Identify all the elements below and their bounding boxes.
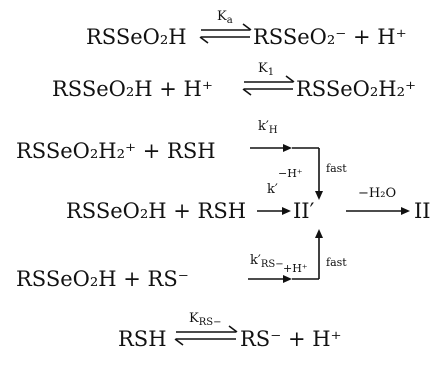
eq5-speed-label: fast	[326, 256, 347, 269]
reaction-thiolate: RSSeO₂H + RS⁻ k′RS− +H⁺ fast	[16, 229, 347, 291]
eq4-step-label: −H₂O	[358, 186, 396, 201]
eq1-constant: Ka	[217, 9, 233, 26]
equilibrium-thiol-dissociation: RSH KRS− RS⁻ + H⁺	[118, 311, 342, 351]
arrowhead-icon	[283, 144, 292, 152]
reaction-protonated-acid: RSSeO₂H₂⁺ + RSH k′H −H⁺ fast	[16, 119, 347, 200]
eq1-reactant: RSSeO₂H	[86, 25, 187, 49]
eq2-product: RSSeO₂H₂⁺	[296, 77, 416, 101]
arrowhead-icon	[282, 207, 291, 215]
eq5-reactants: RSSeO₂H + RS⁻	[16, 267, 189, 291]
equilibrium-arrow-icon	[242, 75, 295, 96]
eq6-reactant: RSH	[118, 327, 167, 351]
equilibrium-protonation: RSSeO₂H + H⁺ K1 RSSeO₂H₂⁺	[52, 61, 416, 101]
equilibrium-arrow-icon	[199, 23, 252, 44]
eq2-constant: K1	[258, 61, 274, 78]
reaction-neutral-acid: RSSeO₂H + RSH k′ II′ −H₂O II	[66, 182, 431, 223]
eq5-step-label: +H⁺	[283, 262, 308, 275]
eq6-products: RS⁻ + H⁺	[240, 327, 342, 351]
arrowhead-icon	[401, 207, 410, 215]
eq3-step-label: −H⁺	[278, 167, 303, 180]
eq2-reactants: RSSeO₂H + H⁺	[52, 77, 213, 101]
eq3-speed-label: fast	[326, 162, 347, 175]
eq4-product: II	[414, 199, 431, 223]
eq4-reactants: RSSeO₂H + RSH	[66, 199, 246, 223]
arrowhead-icon	[315, 229, 323, 238]
eq4-constant: k′	[267, 182, 278, 197]
equilibrium-acid-dissociation: RSSeO₂H Ka RSSeO₂⁻ + H⁺	[86, 9, 407, 49]
arrowhead-icon	[315, 191, 323, 200]
eq5-constant: k′RS−	[250, 253, 284, 270]
equilibrium-arrow-icon	[174, 325, 238, 346]
eq4-intermediate: II′	[293, 199, 315, 223]
eq3-reactants: RSSeO₂H₂⁺ + RSH	[16, 139, 216, 163]
eq3-constant: k′H	[258, 119, 278, 136]
eq1-products: RSSeO₂⁻ + H⁺	[253, 25, 407, 49]
arrowhead-icon	[283, 275, 292, 283]
eq6-constant: KRS−	[189, 311, 221, 328]
